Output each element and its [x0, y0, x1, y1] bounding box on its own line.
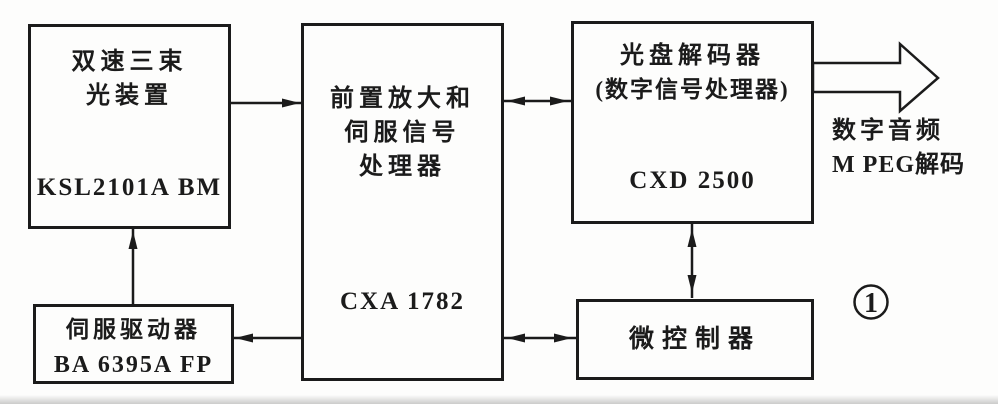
block-label-line: 伺服驱动器 [66, 317, 201, 342]
part-number: BA 6395A FP [53, 352, 214, 378]
block-disc-decoder: 光盘解码器 (数字信号处理器) CXD 2500 [571, 21, 814, 224]
part-number: CXA 1782 [339, 288, 466, 315]
block-laser-pickup: 双速三束 光装置 KSL2101A BM [28, 24, 231, 229]
arrowhead-right-into-preamp [282, 98, 300, 108]
block-label-line: 伺服信号 [344, 120, 461, 146]
arrowhead-left-into-preamp-top [507, 96, 525, 106]
part-number: KSL2101A BM [36, 174, 223, 201]
arrowhead-left-into-preamp-bottom [507, 333, 525, 343]
block-preamp-servo-processor: 前置放大和 伺服信号 处理器 CXA 1782 [301, 23, 504, 381]
block-label-line: 微控制器 [628, 325, 761, 353]
caption-line: 数字音频 [832, 118, 944, 144]
arrowhead-up-into-pickup [128, 231, 138, 249]
part-number: CXD 2500 [629, 167, 756, 194]
arrowhead-left-into-driver [235, 333, 253, 343]
arrowhead-up-into-decoder [687, 229, 697, 247]
block-label-line: 光盘解码器 [620, 43, 765, 69]
arrowhead-down-into-mcu [687, 275, 697, 293]
figure-marker-circle [853, 284, 889, 320]
figure-marker-number: 1 [864, 288, 878, 319]
caption-line: M PEG解码 [832, 152, 965, 178]
scan-artifact [0, 395, 998, 404]
block-label: 光盘解码器 (数字信号处理器) [574, 24, 811, 107]
digital-audio-output-arrow [811, 41, 940, 114]
block-label-line: 前置放大和 [330, 86, 475, 112]
block-servo-driver: 伺服驱动器 BA 6395A FP [33, 304, 234, 384]
block-label-line: 处理器 [359, 154, 446, 180]
block-label: 前置放大和 伺服信号 处理器 [304, 26, 501, 184]
arrowhead-right-into-decoder [550, 96, 568, 106]
block-label-line: 双速三束 [71, 49, 188, 75]
digital-audio-output-caption: 数字音频 M PEG解码 [832, 114, 965, 182]
block-label: 双速三束 光装置 [31, 27, 228, 113]
block-label-line: 光装置 [86, 83, 173, 109]
block-label-line: (数字信号处理器) [595, 77, 790, 102]
arrowhead-right-into-mcu [554, 333, 572, 343]
block-microcontroller: 微控制器 [576, 299, 814, 380]
